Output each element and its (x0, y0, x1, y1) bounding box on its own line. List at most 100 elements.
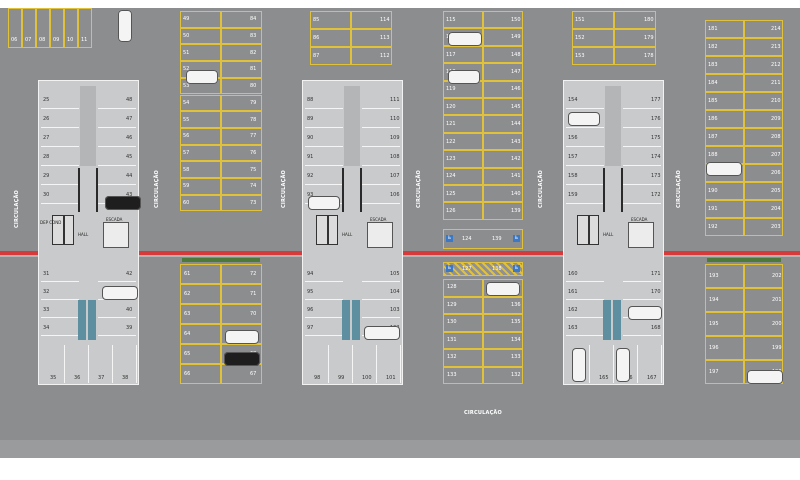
block-spot-number: 89 (307, 116, 314, 122)
slot-number: 151 (575, 17, 585, 23)
spot-line (362, 281, 400, 282)
escada-label: ESCADA (106, 217, 123, 222)
top-row-slot (8, 8, 22, 48)
block-spot-number: 43 (126, 192, 133, 198)
parking-slot (744, 92, 783, 110)
block-spot-number: 88 (307, 97, 314, 103)
spot-line (98, 108, 136, 109)
elevator (328, 215, 338, 245)
parking-slot (221, 144, 262, 162)
parking-slot (310, 29, 351, 47)
slot-number: 55 (183, 116, 190, 123)
parking-slot (705, 218, 744, 236)
parking-slot (705, 288, 744, 312)
parking-slot (483, 132, 523, 151)
parking-slot (483, 366, 523, 384)
parking-slot (705, 56, 744, 74)
parking-slot (443, 279, 483, 297)
block-spot-number: 162 (568, 307, 578, 313)
wall (621, 168, 623, 212)
slot-number: 132 (511, 371, 521, 378)
spot-line (352, 345, 353, 383)
block-spot-number: 31 (43, 271, 50, 277)
slot-number: 148 (511, 51, 521, 58)
slot-number: 210 (771, 98, 781, 104)
parking-slot (180, 44, 221, 62)
slot-number: 132 (447, 354, 457, 360)
parking-slot (180, 264, 221, 284)
parking-slot (705, 182, 744, 200)
parking-slot (483, 45, 523, 64)
block-spot-number: 107 (390, 173, 400, 179)
parking-slot (180, 144, 221, 162)
car (105, 196, 141, 210)
parking-slot (705, 200, 744, 218)
slot-number: 205 (771, 188, 781, 194)
spot-line (112, 345, 113, 383)
block-spot-number: 96 (307, 307, 314, 313)
hedge (182, 258, 260, 262)
spot-line (98, 146, 136, 147)
block-spot-number: 159 (568, 192, 578, 198)
spot-line (98, 335, 136, 336)
slot-number: 62 (184, 291, 191, 297)
block-spot-number: 105 (390, 271, 400, 277)
parking-slot (221, 194, 262, 212)
spot-line (98, 184, 136, 185)
slot-number: 67 (250, 371, 257, 377)
slot-number: 144 (511, 121, 521, 128)
car (572, 348, 586, 382)
slot-number: 124 (462, 236, 472, 242)
spot-line (566, 281, 604, 282)
slot-number: 153 (575, 53, 585, 59)
slot-number: 11 (81, 37, 88, 43)
block-spot-number: 111 (390, 97, 400, 103)
spot-line (136, 345, 137, 383)
elevator (589, 215, 599, 245)
slot-number: 51 (183, 49, 190, 56)
slot-number: 115 (446, 16, 456, 23)
escada-label: ESCADA (370, 217, 387, 222)
elevator (316, 215, 328, 245)
parking-slot (705, 336, 744, 360)
parking-slot (483, 11, 523, 29)
slot-number: 192 (708, 224, 718, 230)
accessible-icon: ♿ (446, 265, 453, 272)
parking-slot (221, 304, 262, 324)
slot-number: 59 (183, 183, 190, 190)
ramp (352, 300, 360, 340)
spot-line (88, 345, 89, 383)
spot-line (661, 345, 662, 383)
slot-number: 134 (511, 336, 521, 343)
spot-line (41, 299, 79, 300)
spot-line (362, 203, 400, 204)
hall-label: HALL (342, 232, 353, 237)
parking-slot (443, 366, 483, 384)
slot-number: 197 (709, 369, 719, 375)
slot-number: 78 (250, 116, 257, 123)
block-spot-number: 32 (43, 289, 50, 295)
spot-line (41, 203, 79, 204)
block-spot-number: 30 (43, 192, 50, 198)
slot-number: 152 (575, 35, 585, 41)
parking-slot (443, 296, 483, 314)
parking-slot (180, 178, 221, 195)
block-spot-number: 163 (568, 325, 578, 331)
spot-line (623, 203, 661, 204)
block-spot-number: 91 (307, 154, 314, 160)
slot-number: 08 (39, 37, 46, 43)
slot-number: 191 (708, 206, 718, 212)
slot-number: 181 (708, 26, 718, 32)
slot-number: 53 (183, 83, 190, 90)
block-inner-core (80, 86, 96, 166)
parking-slot (483, 331, 523, 349)
top-row-slot (36, 8, 50, 48)
slot-number: 117 (446, 51, 456, 58)
parking-slot (221, 94, 262, 112)
block-spot-number: 90 (307, 135, 314, 141)
parking-slot (221, 178, 262, 195)
slot-number: 83 (250, 33, 257, 40)
spot-line (566, 203, 604, 204)
block-spot-number: 168 (651, 325, 661, 331)
parking-slot (483, 185, 523, 203)
